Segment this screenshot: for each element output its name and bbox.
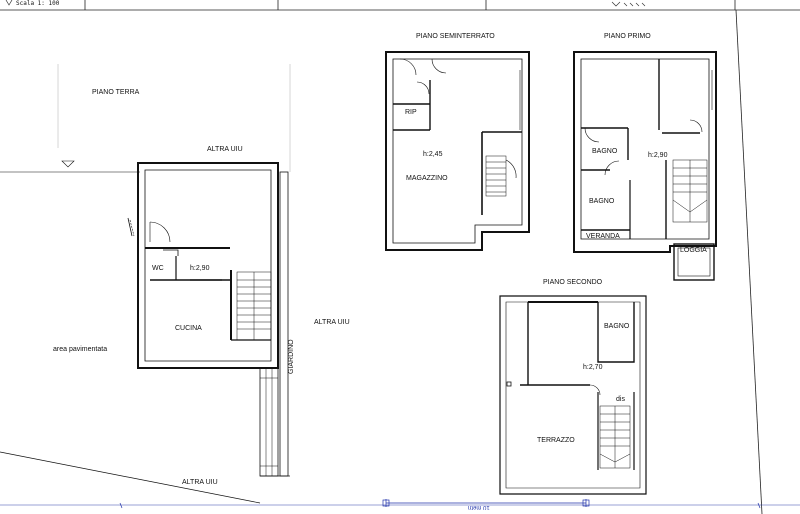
altra-uiu-label: ALTRA UIU [207,146,243,153]
room-label-bagno: BAGNO [604,323,630,330]
altra-uiu-label: ALTRA UIU [182,479,218,486]
room-label-rip: RIP [405,109,417,116]
height-label: h:2,90 [648,152,668,159]
room-label-terrazzo: TERRAZZO [537,437,575,444]
room-label-cucina: CUCINA [175,325,202,332]
scale-bar [119,499,761,509]
north-arrow-icon [611,1,646,7]
room-label-bagno: BAGNO [589,198,615,205]
piano-seminterrato-plan [385,51,530,251]
room-label-dis: dis [616,396,625,403]
room-label-veranda: VERANDA [586,233,620,240]
piano-secondo-plan [499,295,647,495]
room-label-bagno: BAGNO [592,148,618,155]
scale-bar-label: 10 metri [468,504,490,510]
altra-uiu-label: ALTRA UIU [314,319,350,326]
height-label: h:2,45 [423,151,443,158]
height-label: h:2,70 [583,364,603,371]
piano-primo-title: PIANO PRIMO [604,33,651,40]
area-pavimentata-label: area pavimentata [53,346,108,353]
room-label-loggia: LOGGIA [680,247,707,254]
piano-secondo-title: PIANO SECONDO [543,279,603,286]
header-scale-icon [5,0,13,6]
piano-terra-plan [0,64,291,504]
height-label: h:2,90 [190,265,210,272]
piano-primo-plan [573,51,717,281]
scale-text: Scala 1: 100 [16,0,60,7]
piano-seminterrato-title: PIANO SEMINTERRATO [416,33,495,40]
giardino-label: GIARDINO [288,339,295,374]
room-label-magazzino: MAGAZZINO [406,175,448,182]
room-label-wc: WC [152,265,164,272]
piano-terra-title: PIANO TERRA [92,89,140,96]
